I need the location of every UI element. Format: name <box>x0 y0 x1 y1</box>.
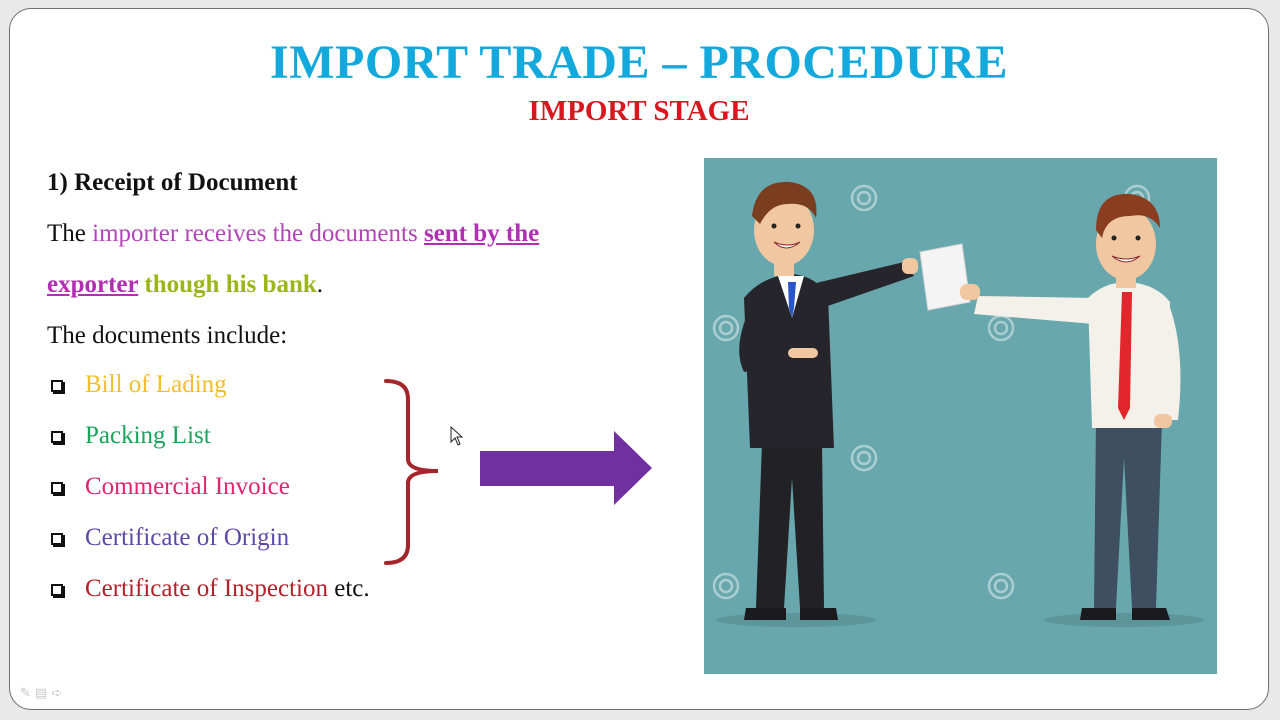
intro-line-2: exporter though his bank. <box>47 271 323 299</box>
document-label: Commercial Invoice <box>85 473 290 500</box>
document-label: Certificate of Inspection <box>85 575 328 602</box>
pen-icon[interactable]: ✎ <box>20 686 31 701</box>
presentation-toolbar[interactable]: ✎ ▤ ➪ <box>20 686 62 701</box>
businessmen-exchanging-document-image <box>712 181 1204 627</box>
checkbox-bullet-icon <box>51 482 63 494</box>
checkbox-bullet-icon <box>51 380 63 392</box>
checkbox-bullet-icon <box>51 533 63 545</box>
document-label-with-suffix: Certificate of Inspection etc. <box>85 575 370 603</box>
intro-the: The <box>47 220 93 247</box>
intro-importer-receives: importer receives the documents <box>92 220 424 247</box>
slide-title: IMPORT TRADE – PROCEDURE <box>270 36 1008 89</box>
handshake-document-illustration <box>704 158 1217 674</box>
documents-include-label: The documents include: <box>47 322 288 349</box>
intro-exporter: exporter <box>47 271 139 298</box>
documents-etc: etc. <box>327 575 370 602</box>
intro-through-bank: though his bank <box>138 271 317 298</box>
section-heading: 1) Receipt of Document <box>47 169 298 196</box>
document-label: Bill of Lading <box>85 371 227 398</box>
document-label: Packing List <box>85 422 211 449</box>
slide-subtitle: IMPORT STAGE <box>528 95 750 127</box>
document-label: Certificate of Origin <box>85 524 290 551</box>
intro-period: . <box>316 271 323 298</box>
slide: IMPORT TRADE – PROCEDURE IMPORT STAGE 1)… <box>9 8 1269 710</box>
curly-brace-icon <box>384 379 439 565</box>
mouse-cursor-icon <box>450 426 464 446</box>
right-arrow-icon <box>480 431 652 505</box>
checkbox-bullet-icon <box>51 584 63 596</box>
intro-line-1: The importer receives the documents sent… <box>47 220 539 248</box>
slides-icon[interactable]: ▤ <box>35 686 48 701</box>
next-icon[interactable]: ➪ <box>51 686 63 701</box>
intro-sent-by-the: sent by the <box>423 220 540 247</box>
checkbox-bullet-icon <box>51 431 63 443</box>
